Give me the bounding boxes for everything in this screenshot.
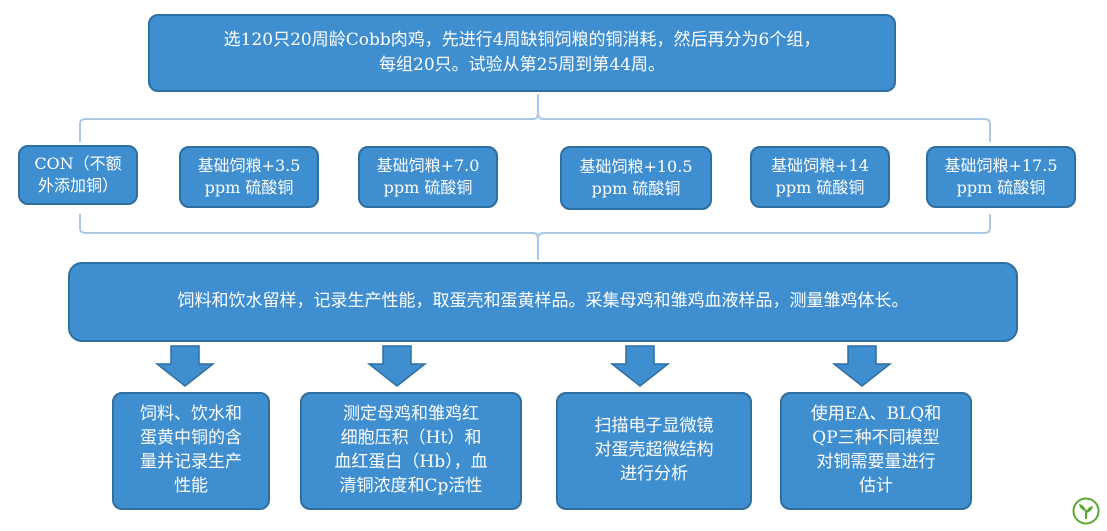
down-arrow-icon: [154, 345, 216, 387]
group-box-cu-17-5: 基础饲粮+17.5 ppm 硫酸铜: [926, 146, 1076, 208]
outcome-box-blood-indices: 测定母鸡和雏鸡红 细胞压积（Ht）和 血红蛋白（Hb），血 清铜浓度和Cp活性: [300, 392, 522, 510]
study-design-box: 选120只20周龄Cobb肉鸡，先进行4周缺铜饲粮的铜消耗，然后再分为6个组， …: [148, 14, 896, 92]
outcome-box-copper-content: 饲料、饮水和 蛋黄中铜的含 量并记录生产 性能: [112, 392, 270, 510]
down-arrow-icon: [831, 345, 893, 387]
sprout-logo-icon: [1072, 497, 1100, 525]
down-arrow-icon: [366, 345, 428, 387]
sampling-box: 饲料和饮水留样，记录生产性能，取蛋壳和蛋黄样品。采集母鸡和雏鸡血液样品，测量雏鸡…: [68, 262, 1018, 342]
down-arrow-icon: [609, 345, 671, 387]
outcome-box-eggshell-sem: 扫描电子显微镜 对蛋壳超微结构 进行分析: [556, 392, 752, 510]
upper-bracket: [79, 94, 991, 142]
group-box-control: CON（不额 外添加铜）: [18, 145, 138, 205]
group-box-cu-7-0: 基础饲粮+7.0 ppm 硫酸铜: [358, 146, 498, 208]
lower-bracket: [79, 214, 991, 260]
outcome-box-requirement-models: 使用EA、BLQ和 QP三种不同模型 对铜需要量进行 估计: [780, 392, 972, 510]
group-box-cu-3-5: 基础饲粮+3.5 ppm 硫酸铜: [179, 146, 319, 208]
group-box-cu-14: 基础饲粮+14 ppm 硫酸铜: [750, 146, 890, 208]
group-box-cu-10-5: 基础饲粮+10.5 ppm 硫酸铜: [560, 146, 712, 210]
